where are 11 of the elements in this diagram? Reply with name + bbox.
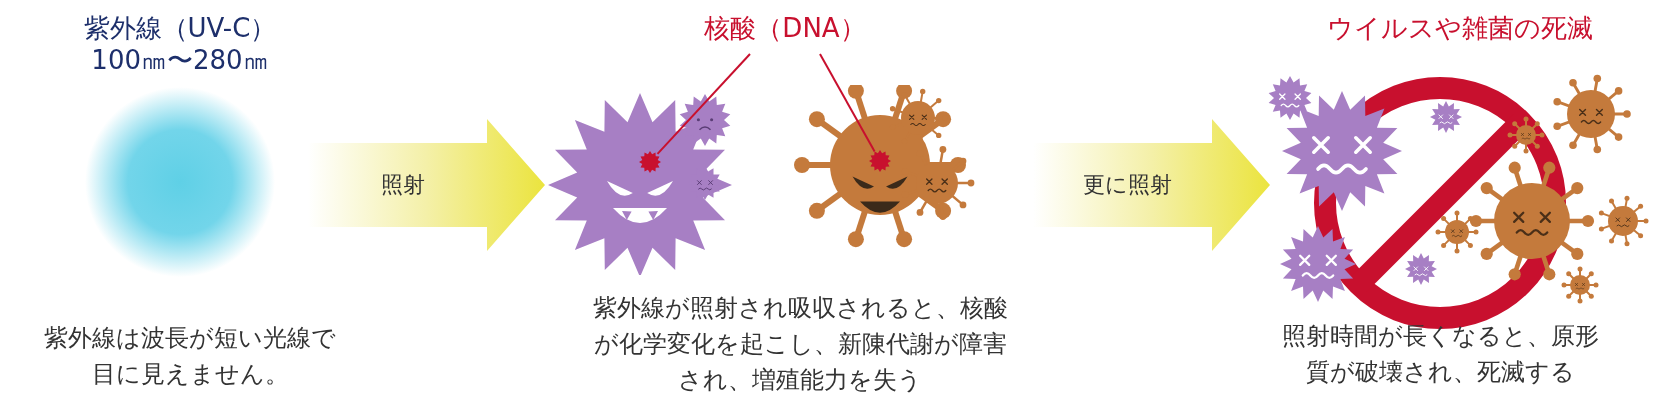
heading-text: 紫外線（UV-C）	[82, 12, 278, 44]
edge-label: 更に照射	[1082, 171, 1173, 199]
leader-line	[819, 53, 876, 153]
heading-text: 100㎚〜280㎚	[90, 44, 270, 76]
caption-text: 照射時間が長くなると、原形質が破壊され、死滅する	[1280, 321, 1600, 388]
leader-line	[656, 53, 751, 155]
edge-label: 照射	[379, 171, 426, 199]
heading-text: 核酸（DNA）	[703, 12, 867, 44]
heading-text: ウイルスや雑菌の死滅	[1326, 12, 1594, 44]
caption-text: 紫外線は波長が短い光線で目に見えません。	[43, 323, 337, 390]
caption-text: 紫外線が照射され吸収されると、核酸が化学変化を起こし、新陳代謝が障害され、増殖能力を失う	[591, 293, 1009, 396]
